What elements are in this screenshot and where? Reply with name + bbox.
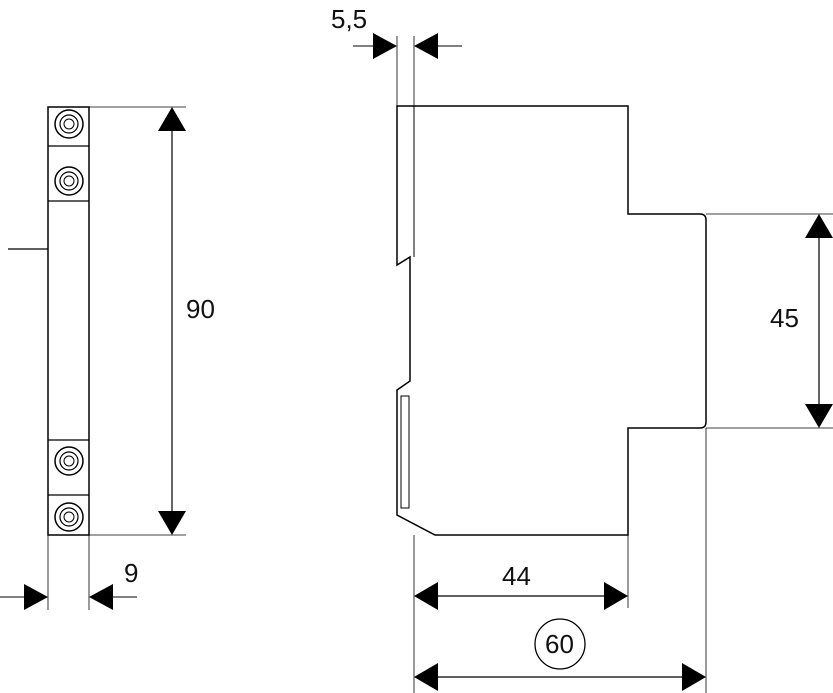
front-width-dimension: 9	[0, 535, 138, 610]
depth-short-dimension: 44	[413, 535, 629, 693]
depth-total-dimension: 60	[414, 428, 707, 693]
screw-terminal-icon	[54, 502, 84, 532]
height-dimension-label: 90	[186, 294, 215, 324]
side-height-arrow-top	[805, 214, 833, 238]
side-height-arrow-bottom	[805, 404, 833, 428]
width-front-label: 9	[124, 558, 138, 588]
depth-short-arrow-left	[414, 582, 438, 610]
depth-total-circle	[534, 618, 586, 670]
side-label-slot	[400, 395, 410, 509]
top-gap-dimension: 5,5	[331, 4, 462, 106]
gap-dimension-label: 5,5	[331, 4, 367, 34]
gap-arrow-left	[373, 33, 397, 59]
height-arrow-bottom	[158, 511, 186, 535]
screw-terminal-icon	[54, 109, 84, 139]
depth-short-label: 44	[502, 561, 531, 591]
side-body-outline	[396, 105, 707, 536]
front-view	[8, 106, 90, 536]
depth-total-arrow-right	[682, 663, 706, 691]
width-arrow-left	[24, 584, 48, 610]
depth-short-arrow-right	[604, 582, 628, 610]
screw-terminal-icon	[54, 446, 84, 476]
side-view	[396, 105, 707, 536]
gap-arrow-right	[414, 33, 438, 59]
side-height-dimension: 45	[706, 213, 833, 429]
height-arrow-top	[158, 107, 186, 131]
width-arrow-right	[89, 584, 113, 610]
side-height-label: 45	[770, 303, 799, 333]
depth-total-label: 60	[545, 629, 574, 659]
screw-terminal-icon	[54, 166, 84, 196]
front-body-outline	[47, 106, 90, 536]
front-height-dimension: 90	[89, 106, 215, 536]
depth-total-arrow-left	[414, 663, 438, 691]
